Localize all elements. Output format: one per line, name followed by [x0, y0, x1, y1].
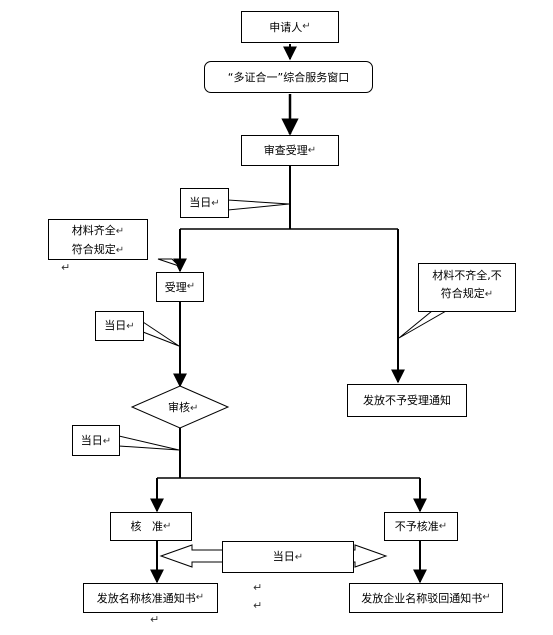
callout-sameday-2: 当日↵	[95, 311, 144, 341]
node-reject: 不予核准↵	[384, 512, 458, 541]
callout-pointer-incomplete	[398, 310, 448, 339]
node-review-label: 审查受理	[263, 144, 308, 157]
callout-sameday-4: 当日↵	[222, 541, 354, 573]
node-issue-return: 发放企业名称驳回通知书↵	[349, 583, 503, 613]
node-issue-approval-label: 发放名称核准通知书	[96, 591, 196, 605]
callout-sameday-3: 当日↵	[72, 425, 120, 456]
decision-diamond	[130, 385, 230, 429]
callout-pointer-complete	[157, 258, 180, 267]
node-accept-label: 受理	[164, 280, 187, 294]
para-mark-3: ↵	[253, 599, 263, 612]
node-accept: 受理↵	[156, 272, 204, 302]
node-approve: 核 准↵	[110, 512, 192, 541]
callout-pointer-1	[227, 199, 290, 211]
para-mark-2: ↵	[253, 581, 263, 594]
para-mark-1: ↵	[61, 261, 71, 274]
callout-pointer-3	[118, 435, 180, 451]
node-check-label: 审核↵	[168, 401, 199, 414]
para-mark-4: ↵	[150, 613, 160, 626]
node-not-accept-label: 发放不予受理通知	[363, 394, 451, 407]
callout-complete: 材料齐全↵ 符合规定↵	[48, 219, 148, 260]
callout-incomplete: 材料不齐全,不 符合规定↵	[418, 263, 516, 312]
callout-sameday-1: 当日↵	[180, 188, 229, 218]
node-applicant: 申请人↵	[241, 11, 339, 43]
node-window-label: “多证合一”综合服务窗口	[227, 70, 350, 84]
node-approve-label: 核 准	[130, 520, 164, 533]
node-issue-return-label: 发放企业名称驳回通知书	[361, 591, 483, 605]
node-not-accept: 发放不予受理通知	[347, 384, 467, 417]
node-service-window: “多证合一”综合服务窗口	[204, 61, 373, 93]
node-review: 审查受理↵	[241, 135, 339, 166]
callout-pointer-2	[142, 321, 180, 347]
node-reject-label: 不予核准	[394, 520, 439, 533]
node-issue-approval: 发放名称核准通知书↵	[83, 583, 218, 613]
node-applicant-label: 申请人	[269, 20, 303, 34]
